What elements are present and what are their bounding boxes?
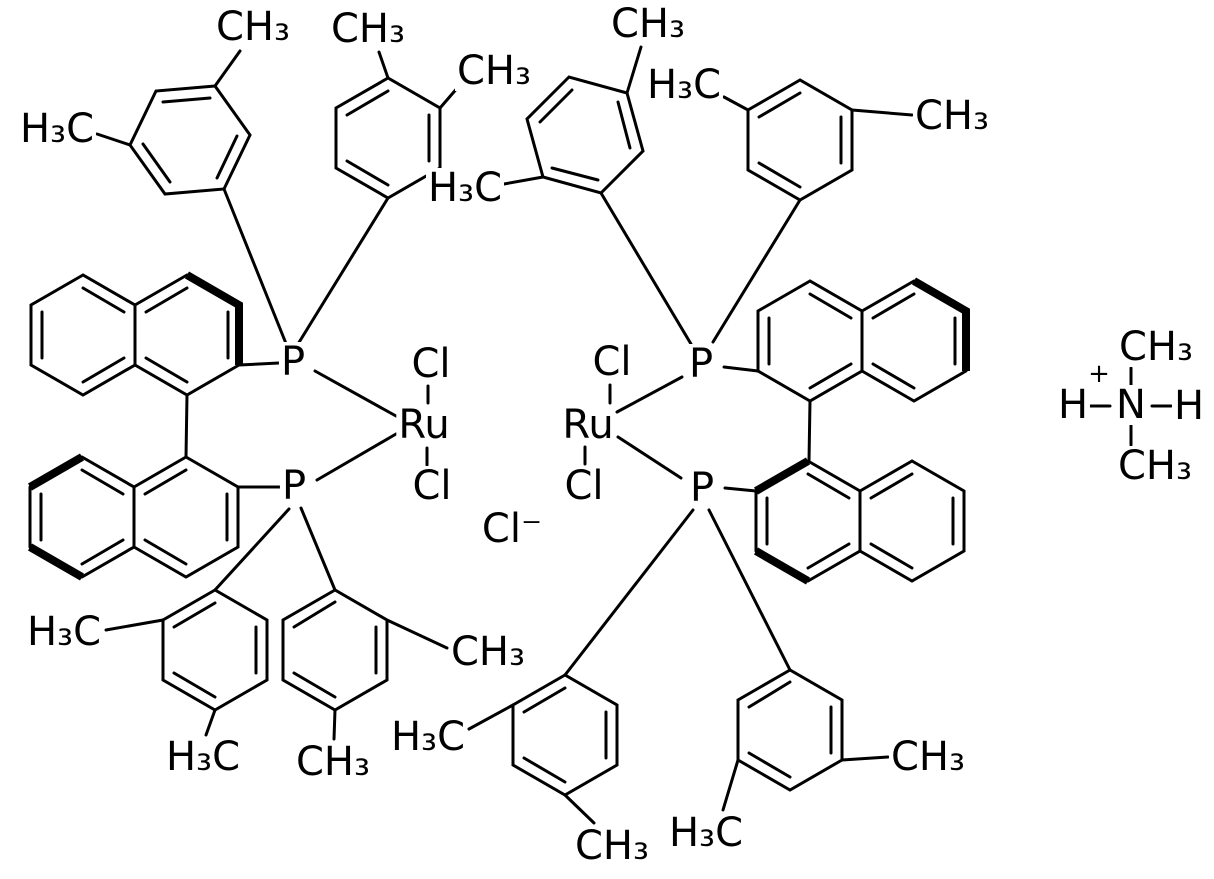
ammonium-methyl-bottom: CH₃ [1115,443,1195,489]
chloro-left-top-atom: Cl [409,341,453,387]
xylyl-b-methyl-top: CH₃ [328,6,408,52]
bond-lines [28,45,1173,825]
chloro-right-top-atom: Cl [590,339,634,385]
xylyl-g-methyl-bottom: CH₃ [572,823,652,869]
xylyl-a-methyl-top: CH₃ [213,4,293,50]
phosphorus-right-top-atom: P [686,341,716,387]
ruthenium-right-atom: Ru [560,402,616,448]
ammonium-nitrogen-atom: N [1114,382,1148,428]
xylyl-h-methyl-bottom: H₃C [666,810,746,856]
xylyl-g-methyl-left: H₃C [388,714,468,760]
ammonium-hydrogen-left: H [1055,382,1091,428]
xylyl-b-methyl-right: CH₃ [454,48,534,94]
ammonium-hydrogen-right: H [1171,383,1207,429]
chloro-left-bottom-atom: Cl [410,463,454,509]
xylyl-e-methyl-left: H₃C [425,165,505,211]
xylyl-h-methyl-right: CH₃ [888,734,968,780]
phosphorus-left-top-atom: P [278,339,308,385]
xylyl-c-methyl-bottom: H₃C [163,734,243,780]
xylyl-e-methyl-top: CH₃ [608,1,688,47]
xylyl-f-methyl-topleft: H₃C [644,62,724,108]
ruthenium-left-atom: Ru [396,402,452,448]
ammonium-methyl-top: CH₃ [1116,324,1196,370]
xylyl-a-methyl-left: H₃C [17,106,97,152]
phosphorus-right-bottom-atom: P [687,465,717,511]
chloride-counterion: Cl⁻ [479,506,545,552]
xylyl-f-methyl-right: CH₃ [912,93,992,139]
phosphorus-left-bottom-atom: P [279,463,309,509]
xylyl-d-methyl-bottom: CH₃ [293,739,373,785]
wedge-bonds [28,271,970,585]
plus-charge-symbol: + [1088,359,1110,389]
chloro-right-bottom-atom: Cl [562,463,606,509]
xylyl-c-methyl-left: H₃C [24,609,104,655]
xylyl-d-methyl-right: CH₃ [448,629,528,675]
